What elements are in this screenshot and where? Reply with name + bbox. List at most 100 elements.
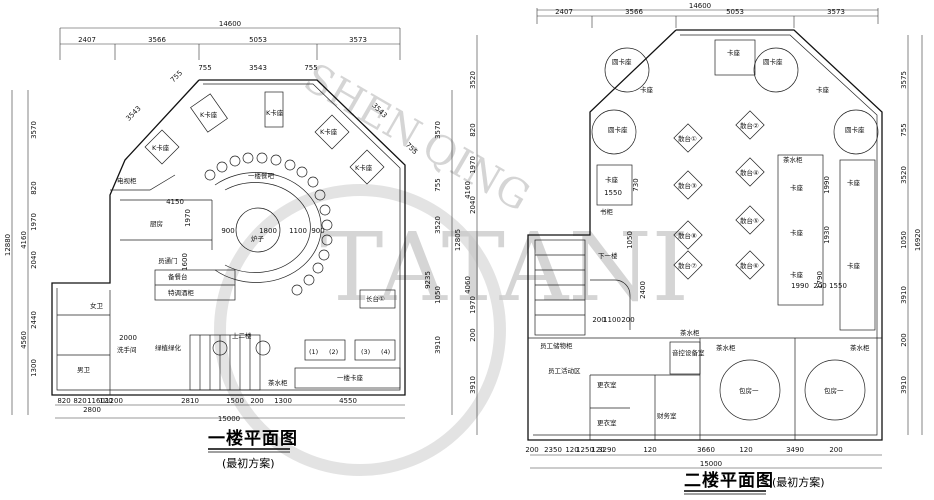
dimension-label: 1550 — [829, 282, 847, 290]
dimension-label: 3570 — [434, 121, 442, 139]
room-label: 厨房 — [150, 219, 163, 228]
dimension-label: 3910 — [900, 376, 908, 394]
dimension-label: 4060 — [464, 276, 472, 294]
room-label: 卡座 — [790, 270, 804, 279]
dimension-label: 3520 — [434, 216, 442, 234]
dimension-label: 1990 — [791, 282, 809, 290]
room-label: 一楼餐吧 — [248, 171, 275, 180]
room-label: 长台① — [366, 294, 385, 303]
dimension-label: 120 — [591, 446, 604, 454]
dimension-label: 200 — [469, 328, 477, 341]
dimension-label: 120 — [99, 397, 112, 405]
dimension-label: 2040 — [30, 251, 38, 269]
room-label: 特调酒柜 — [168, 288, 195, 297]
room-label: 茶水柜 — [268, 378, 288, 387]
dimension-label: 900 — [311, 227, 324, 235]
watermark-text-2: TATANI — [320, 213, 689, 323]
room-label: 茶水柜 — [783, 155, 803, 164]
dimension-label: 200 — [592, 316, 605, 324]
seat-label: (4) — [381, 348, 390, 356]
dimension-label: 1100 — [289, 227, 307, 235]
dimension-label: 1790 — [816, 271, 824, 289]
dimension-label: 3566 — [148, 36, 166, 44]
dimension-label: 2440 — [30, 311, 38, 329]
dimension-label: 120 — [643, 446, 656, 454]
room-label: 一楼卡座 — [337, 373, 364, 382]
dimension-label: 3290 — [598, 446, 616, 454]
room-label: 圆卡座 — [612, 57, 632, 66]
tables — [673, 110, 765, 280]
floor2-plan: 圆卡座 圆卡座 圆卡座 圆卡座 卡座 卡座 卡座 卡座 书柜 散台① 散台② 散… — [464, 2, 923, 495]
room-label: 圆卡座 — [763, 57, 783, 66]
dimension-label: 2000 — [119, 334, 137, 342]
dimension-label: 3520 — [900, 166, 908, 184]
dimension-label: 755 — [304, 64, 317, 72]
dimension-label: 5053 — [249, 36, 267, 44]
table-label: 散台④ — [740, 168, 759, 177]
room-label: 茶水柜 — [850, 343, 870, 352]
table-label: 散台⑦ — [678, 261, 697, 270]
dimension-label: 4560 — [20, 331, 28, 349]
dimension-label: 3566 — [625, 8, 643, 16]
dimension-label: 1050 — [434, 286, 442, 304]
dimension-label: 820 — [57, 397, 70, 405]
dimension-label: 1600 — [181, 253, 189, 271]
room-label: 员工储物柜 — [540, 341, 573, 350]
dimension-label: 1930 — [823, 226, 831, 244]
dimension-label: 3490 — [786, 446, 804, 454]
dimension-label: 3520 — [469, 71, 477, 89]
dimension-label: 4160 — [464, 181, 472, 199]
dimension-label: 3570 — [30, 121, 38, 139]
dimension-label: 1500 — [226, 397, 244, 405]
dimension-label: 1300 — [30, 359, 38, 377]
dimension-label: 1050 — [900, 231, 908, 249]
dimension-label: 14600 — [219, 20, 241, 28]
room-label: 上二楼 — [232, 331, 252, 340]
floor2-subtitle: (最初方案) — [772, 475, 825, 489]
dimension-label: 3660 — [697, 446, 715, 454]
dimension-label: 3573 — [827, 8, 845, 16]
dimension-label: 120 — [565, 446, 578, 454]
room-label: 卡座 — [847, 178, 861, 187]
room-label: 卡座 — [790, 183, 804, 192]
dimension-label: 200 — [250, 397, 263, 405]
dimension-label: 3573 — [349, 36, 367, 44]
seat-label: (3) — [361, 348, 370, 356]
table-label: 散台② — [740, 121, 759, 130]
room-label: 男卫 — [77, 366, 91, 374]
room-label: K卡座 — [266, 108, 284, 117]
dimension-label: 820 — [73, 397, 86, 405]
dimension-label: 1970 — [469, 156, 477, 174]
dimension-label: 2810 — [181, 397, 199, 405]
dimension-label: 15000 — [218, 415, 240, 423]
room-label: 女卫 — [90, 301, 104, 310]
dimension-label: 1970 — [184, 209, 192, 227]
dimension-label: 3543 — [249, 64, 267, 72]
room-label: 更衣室 — [597, 418, 617, 427]
table-label: 散台⑥ — [740, 261, 759, 270]
dimension-label: 3910 — [434, 336, 442, 354]
room-label: 卡座 — [605, 175, 619, 184]
dimension-label: 1990 — [823, 176, 831, 194]
dimension-label: 2800 — [83, 406, 101, 414]
table-label: 散台③ — [678, 181, 697, 190]
dimension-label: 200 — [813, 282, 826, 290]
dimension-label: 820 — [30, 181, 38, 194]
dimension-label: 14600 — [689, 2, 711, 10]
room-label: 员通门 — [158, 256, 178, 265]
dimension-label: 3910 — [469, 376, 477, 394]
dimension-label: 820 — [469, 123, 477, 136]
dimension-label: 900 — [221, 227, 234, 235]
dimension-label: 120 — [739, 446, 752, 454]
room-label: K卡座 — [320, 127, 338, 136]
room-label: 绿植绿化 — [155, 343, 182, 352]
room-label: 茶水柜 — [680, 328, 700, 337]
dimension-label: 2407 — [555, 8, 573, 16]
room-label: 财务室 — [657, 411, 677, 420]
floor1-plan: 电视柜 厨房 一楼餐吧 炉子 员通门 备餐台 特调酒柜 女卫 男卫 洗手间 绿植… — [4, 20, 462, 470]
floor2-title: 二楼平面图 — [684, 470, 774, 491]
seat-label: (2) — [329, 348, 338, 356]
